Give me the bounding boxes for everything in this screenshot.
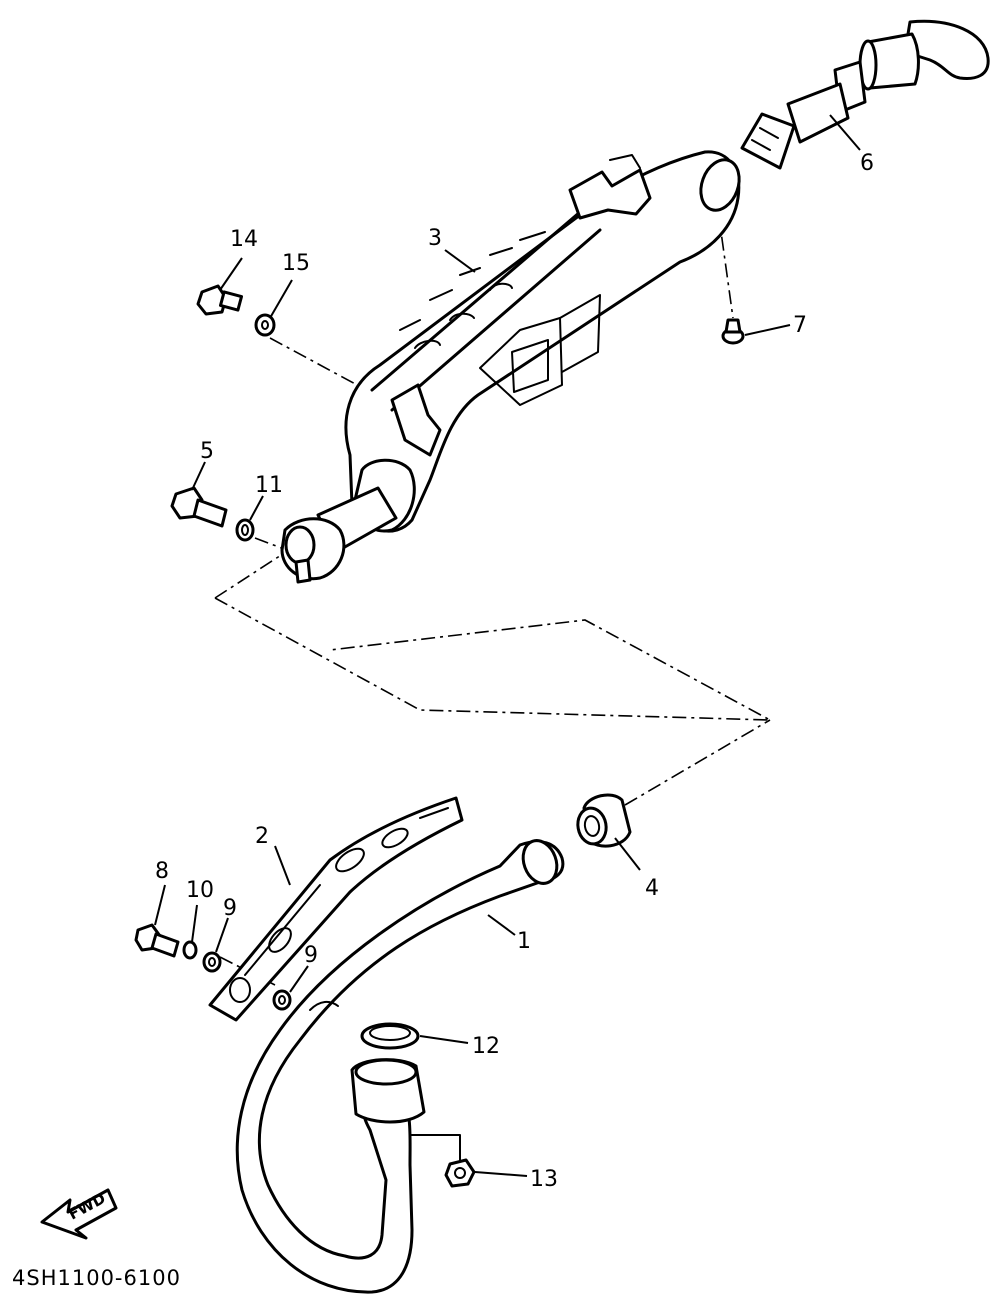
callout-14: 14 [230,227,258,252]
forward-direction-arrow: FWD [40,1188,118,1240]
washer-part-9-a [202,951,222,973]
callout-9-a: 9 [223,896,237,921]
protector-part-2 [208,796,464,1022]
washer-part-15 [254,313,276,337]
callout-11: 11 [255,473,283,498]
diagram-code: 4SH1100-6100 [12,1266,181,1290]
callout-13: 13 [530,1167,558,1192]
gasket-part-4 [576,793,632,848]
bolt-part-8 [134,923,180,958]
gasket-part-12 [360,1022,420,1050]
tail-pipe-part-6 [740,19,990,170]
callout-9-b: 9 [304,943,318,968]
callout-3: 3 [428,226,442,251]
callout-8: 8 [155,859,169,884]
washer-part-11 [235,518,255,542]
callout-7: 7 [793,313,807,338]
callout-labels: 14 15 3 5 11 7 6 2 4 1 8 10 9 9 12 13 [155,151,874,1192]
leader-lines [154,114,861,1177]
washer-part-10 [182,940,198,960]
callout-15: 15 [282,251,310,276]
bolt-part-14 [196,284,244,316]
muffler-part-3 [280,150,741,584]
exhaust-flange [350,1058,426,1124]
washer-part-9-b [272,989,292,1011]
bolt-part-5 [170,486,228,528]
nut-part-13 [444,1158,476,1188]
callout-12: 12 [472,1034,500,1059]
callout-5: 5 [200,439,214,464]
callout-1: 1 [517,929,531,954]
callout-2: 2 [255,824,269,849]
grommet-part-7 [721,318,745,345]
callout-6: 6 [860,151,874,176]
callout-4: 4 [645,876,659,901]
callout-10: 10 [186,878,214,903]
